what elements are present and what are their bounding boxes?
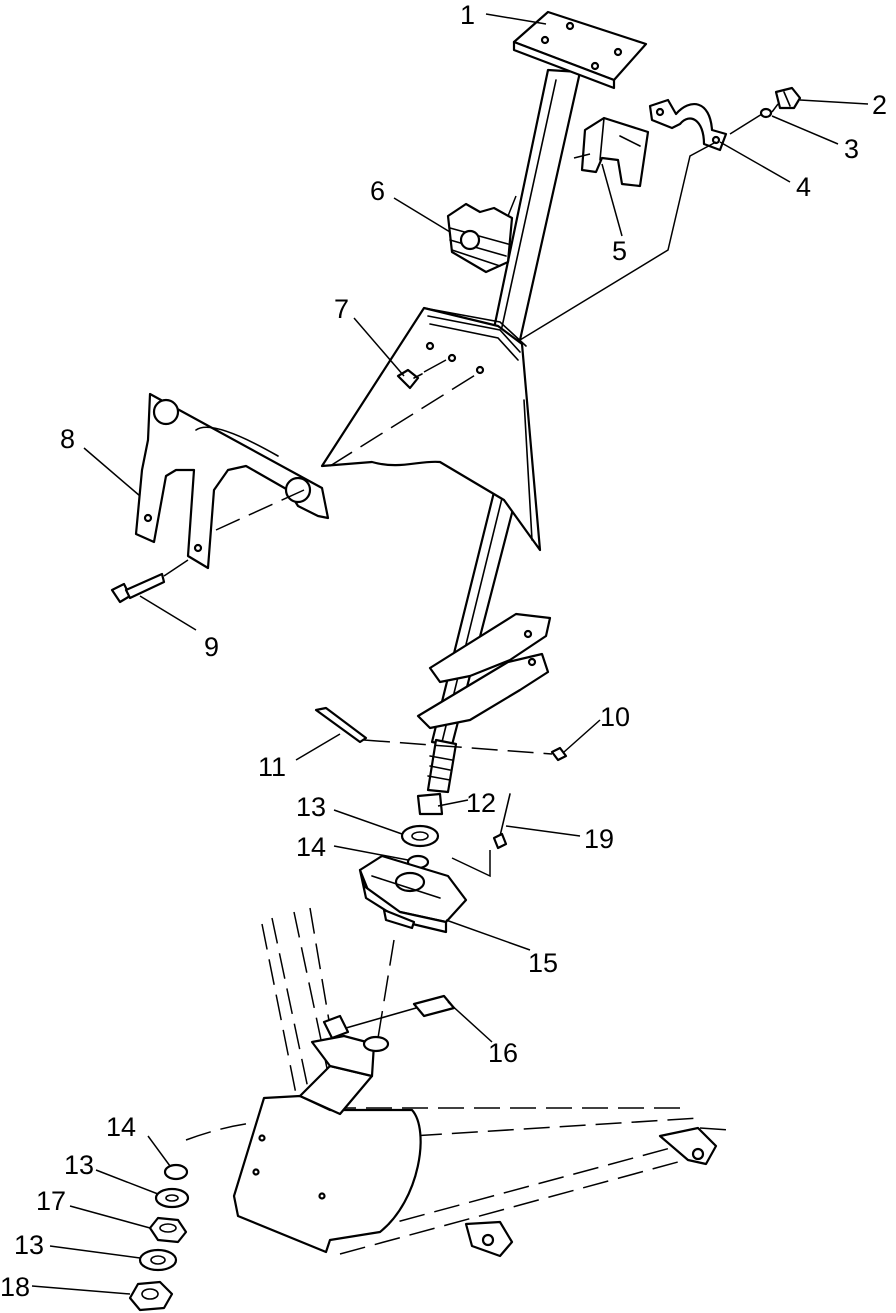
castle-nut-18	[128, 1280, 174, 1312]
lower-bearing-block	[358, 854, 468, 934]
callout-12: 12	[466, 788, 496, 818]
post-clamp	[648, 98, 728, 152]
callout-7: 7	[334, 294, 349, 324]
callout-18: 18	[0, 1272, 30, 1302]
screw-19	[492, 793, 511, 850]
castle-nut-17	[148, 1216, 188, 1244]
steering-arm	[416, 612, 552, 730]
washer-3	[759, 107, 773, 119]
column-support	[320, 306, 542, 552]
callout-14-upper: 14	[296, 832, 326, 862]
cotter-pin-11	[314, 706, 368, 744]
bolt-16	[322, 994, 456, 1040]
callout-3: 3	[844, 134, 859, 164]
callout-1: 1	[460, 0, 475, 30]
callout-5: 5	[612, 236, 627, 266]
washer-13-lower-b	[138, 1248, 178, 1272]
ski-bracket-rear	[464, 1220, 514, 1258]
callout-13-upper: 13	[296, 792, 326, 822]
callout-13-lower-a: 13	[64, 1150, 94, 1180]
callout-16: 16	[488, 1038, 518, 1068]
ski-bracket-front	[658, 1126, 718, 1166]
handlebar-plate	[512, 10, 648, 90]
lower-shaft	[416, 738, 458, 816]
callout-13-lower-b: 13	[14, 1230, 44, 1260]
upper-bushing	[580, 116, 650, 188]
callout-9: 9	[204, 632, 219, 662]
callout-15: 15	[528, 948, 558, 978]
nut-2	[774, 86, 802, 110]
lower-bushing	[446, 202, 514, 274]
callout-14-lower: 14	[106, 1112, 136, 1142]
callout-11: 11	[258, 752, 286, 782]
steering-block	[232, 1034, 422, 1254]
callout-2: 2	[872, 90, 887, 120]
cover-bracket	[134, 392, 330, 570]
callout-4: 4	[796, 172, 811, 202]
callout-6: 6	[370, 176, 385, 206]
callout-8: 8	[60, 424, 75, 454]
oring-14-lower	[163, 1163, 189, 1181]
callout-10: 10	[600, 702, 630, 732]
washer-13-upper	[400, 824, 440, 848]
callout-19: 19	[584, 824, 614, 854]
bolt-9	[110, 572, 166, 604]
nut-10	[550, 746, 568, 762]
callout-17: 17	[36, 1186, 66, 1216]
washer-13-lower-a	[154, 1187, 190, 1209]
